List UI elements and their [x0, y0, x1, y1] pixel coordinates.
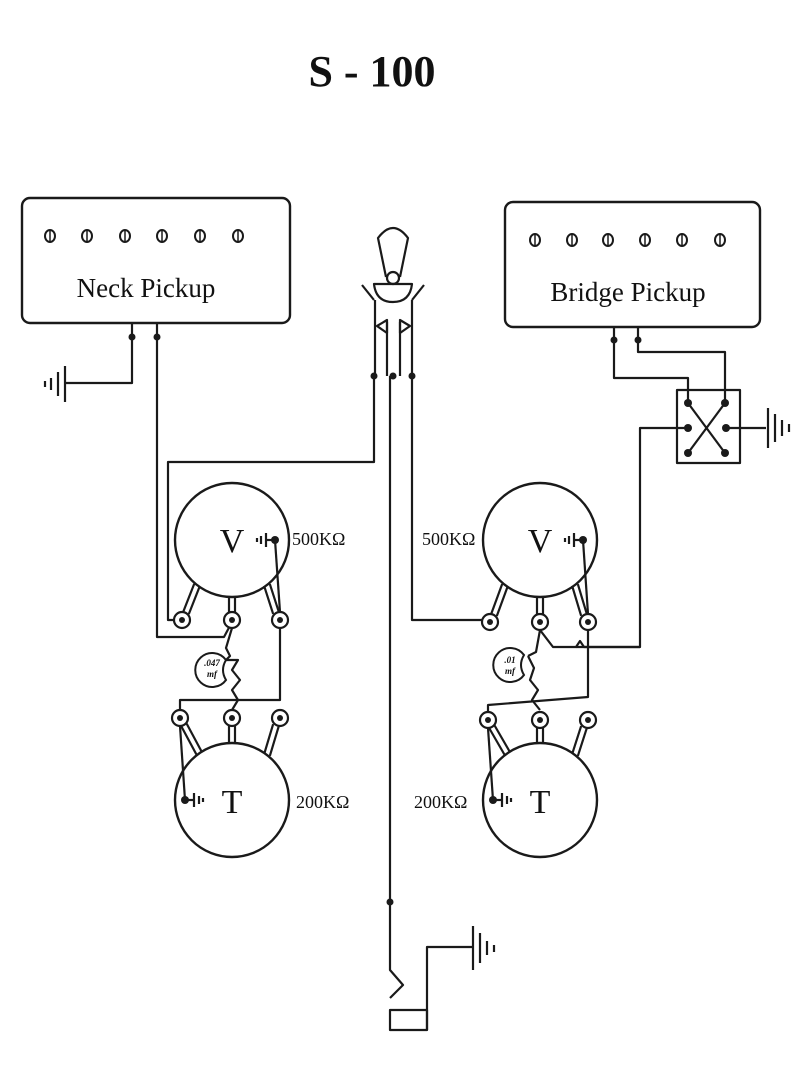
pole-pieces [529, 233, 726, 247]
pole-piece [44, 229, 56, 243]
neck-tone-pot [170, 708, 291, 859]
pole-piece [676, 233, 688, 247]
bridge-pickup [503, 200, 762, 329]
neck-cap-value: .047 [204, 658, 220, 668]
phase-switch [576, 327, 791, 649]
neck-volume-letter: V [220, 523, 245, 560]
bridge-pot-wiring [486, 629, 640, 712]
pole-piece [602, 233, 614, 247]
pole-piece [81, 229, 93, 243]
pole-piece [232, 229, 244, 243]
neck-cap-unit: mf [207, 669, 218, 679]
ground-icon [43, 366, 67, 402]
pole-piece [194, 229, 206, 243]
neck-tone-letter: T [222, 784, 243, 821]
bridge-tone-value: 200KΩ [414, 792, 467, 812]
pole-piece [714, 233, 726, 247]
bridge-cap-value: .01 [504, 655, 515, 665]
neck-pickup-label: Neck Pickup [77, 273, 216, 303]
pole-piece [639, 233, 651, 247]
ground-icon [766, 408, 791, 448]
bridge-tone-letter: T [530, 784, 551, 821]
pole-piece [119, 229, 131, 243]
neck-volume-pot [172, 481, 291, 630]
output-jack [386, 376, 496, 1032]
bridge-tone-pot [478, 710, 599, 859]
bridge-cap-unit: mf [505, 666, 516, 676]
bridge-capacitor [492, 647, 526, 683]
neck-pot-wiring [178, 627, 282, 711]
diagram-title: S - 100 [308, 47, 435, 96]
neck-volume-value: 500KΩ [292, 529, 345, 549]
pole-piece [566, 233, 578, 247]
bridge-volume-pot [480, 481, 599, 632]
pole-pieces [44, 229, 244, 243]
neck-leads [43, 323, 233, 639]
pole-piece [156, 229, 168, 243]
neck-tone-value: 200KΩ [296, 792, 349, 812]
pole-piece [529, 233, 541, 247]
neck-capacitor [194, 652, 228, 688]
ground-icon [471, 926, 496, 970]
bridge-pickup-label: Bridge Pickup [550, 277, 705, 307]
bridge-volume-value: 500KΩ [422, 529, 475, 549]
neck-pickup [20, 196, 292, 325]
toggle-switch [166, 226, 490, 622]
bridge-volume-letter: V [528, 523, 553, 560]
